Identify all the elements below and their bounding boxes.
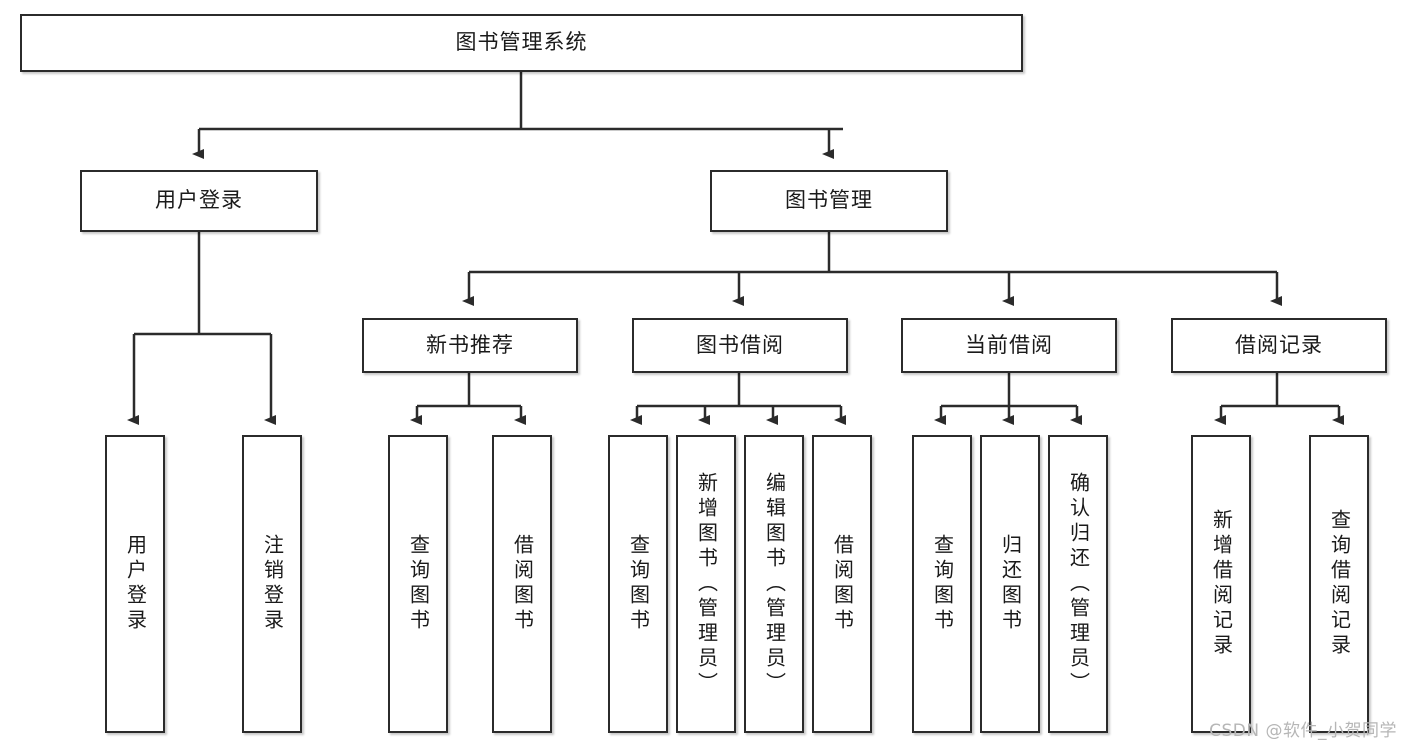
watermark: CSDN @软件_小贺同学 xyxy=(1209,721,1397,741)
leaf-user-login[interactable]: 用户登录 xyxy=(105,435,165,733)
leaf-borrow-book-1-label: 借阅图书 xyxy=(510,534,535,634)
leaf-add-book[interactable]: 新增图书（管理员） xyxy=(676,435,736,733)
leaf-query-book-1[interactable]: 查询图书 xyxy=(388,435,448,733)
leaf-confirm-return[interactable]: 确认归还（管理员） xyxy=(1048,435,1108,733)
node-book-management[interactable]: 图书管理 xyxy=(710,170,948,232)
node-current-borrow[interactable]: 当前借阅 xyxy=(901,318,1117,373)
leaf-logout-label: 注销登录 xyxy=(260,534,285,634)
node-user-login[interactable]: 用户登录 xyxy=(80,170,318,232)
leaf-return-book[interactable]: 归还图书 xyxy=(980,435,1040,733)
node-root-label: 图书管理系统 xyxy=(455,30,588,55)
node-book-management-label: 图书管理 xyxy=(785,188,873,213)
leaf-borrow-book-2[interactable]: 借阅图书 xyxy=(812,435,872,733)
node-book-borrow-label: 图书借阅 xyxy=(696,332,784,357)
leaf-query-borrow-record[interactable]: 查询借阅记录 xyxy=(1309,435,1369,733)
node-root[interactable]: 图书管理系统 xyxy=(20,14,1023,72)
leaf-confirm-return-label: 确认归还（管理员） xyxy=(1066,471,1091,697)
node-book-borrow[interactable]: 图书借阅 xyxy=(632,318,848,373)
leaf-query-borrow-record-label: 查询借阅记录 xyxy=(1327,509,1352,659)
leaf-borrow-book-1[interactable]: 借阅图书 xyxy=(492,435,552,733)
node-borrow-record-label: 借阅记录 xyxy=(1235,332,1323,357)
leaf-add-book-label: 新增图书（管理员） xyxy=(694,471,719,697)
leaf-add-borrow-record[interactable]: 新增借阅记录 xyxy=(1191,435,1251,733)
node-new-book-recommend-label: 新书推荐 xyxy=(426,332,514,357)
node-user-login-label: 用户登录 xyxy=(155,188,243,213)
leaf-edit-book-label: 编辑图书（管理员） xyxy=(762,471,787,697)
node-borrow-record[interactable]: 借阅记录 xyxy=(1171,318,1387,373)
leaf-user-login-label: 用户登录 xyxy=(123,534,148,634)
leaf-query-book-2-label: 查询图书 xyxy=(626,534,651,634)
leaf-query-book-3[interactable]: 查询图书 xyxy=(912,435,972,733)
node-current-borrow-label: 当前借阅 xyxy=(965,332,1053,357)
leaf-logout[interactable]: 注销登录 xyxy=(242,435,302,733)
leaf-return-book-label: 归还图书 xyxy=(998,534,1023,634)
node-new-book-recommend[interactable]: 新书推荐 xyxy=(362,318,578,373)
leaf-query-book-3-label: 查询图书 xyxy=(930,534,955,634)
leaf-add-borrow-record-label: 新增借阅记录 xyxy=(1209,509,1234,659)
leaf-edit-book[interactable]: 编辑图书（管理员） xyxy=(744,435,804,733)
leaf-borrow-book-2-label: 借阅图书 xyxy=(830,534,855,634)
leaf-query-book-1-label: 查询图书 xyxy=(406,534,431,634)
leaf-query-book-2[interactable]: 查询图书 xyxy=(608,435,668,733)
